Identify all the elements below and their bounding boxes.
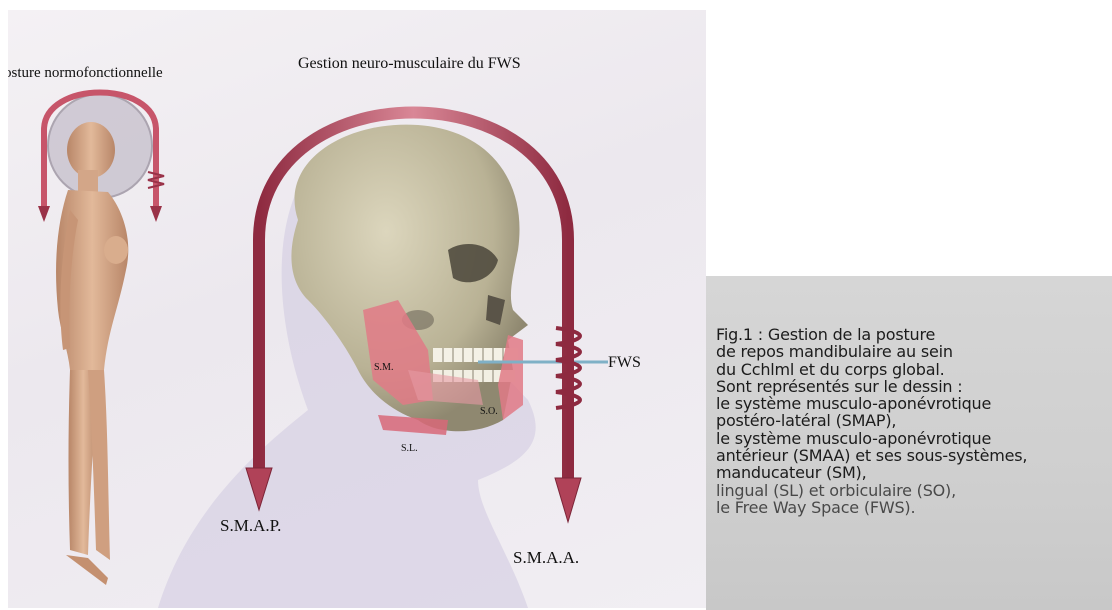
caption-line: Sont représentés sur le dessin : — [716, 378, 1027, 395]
figure-panel: osture normofonctionnelle Gestion neuro-… — [8, 10, 706, 608]
caption-line: du Cchlml et du corps global. — [716, 361, 1027, 378]
figure-title-center: Gestion neuro-musculaire du FWS — [298, 55, 521, 73]
caption-line: manducateur (SM), — [716, 464, 1027, 481]
label-sm: S.M. — [374, 362, 393, 373]
caption-line: le système musculo-aponévrotique — [716, 430, 1027, 447]
label-sl: S.L. — [401, 443, 418, 454]
caption-line: de repos mandibulaire au sein — [716, 343, 1027, 360]
figure-illustration — [8, 10, 706, 608]
caption-panel: Fig.1 : Gestion de la posture de repos m… — [706, 276, 1112, 610]
caption-line: lingual (SL) et orbiculaire (SO), — [716, 482, 1027, 499]
figure-caption: Fig.1 : Gestion de la posture de repos m… — [716, 326, 1027, 516]
caption-line: antérieur (SMAA) et ses sous-systèmes, — [716, 447, 1027, 464]
label-fws: FWS — [608, 354, 641, 372]
caption-line: le système musculo-aponévrotique — [716, 395, 1027, 412]
caption-line: le Free Way Space (FWS). — [716, 499, 1027, 516]
caption-line: postéro-latéral (SMAP), — [716, 412, 1027, 429]
caption-line: Fig.1 : Gestion de la posture — [716, 326, 1027, 343]
figure-title-left: osture normofonctionnelle — [8, 65, 163, 82]
label-so: S.O. — [480, 406, 498, 417]
label-smap: S.M.A.P. — [220, 516, 281, 536]
label-smaa: S.M.A.A. — [513, 548, 579, 568]
